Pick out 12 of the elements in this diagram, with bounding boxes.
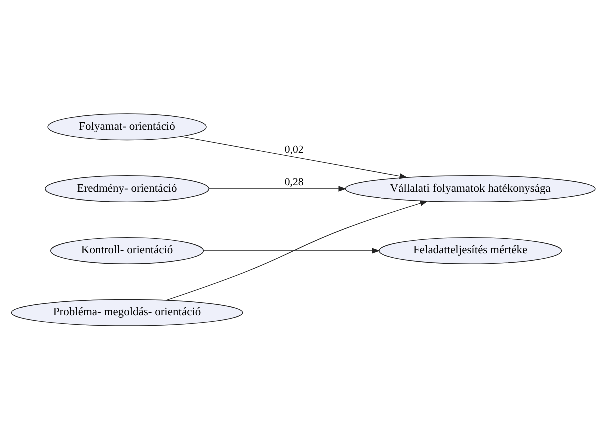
node-ellipse: Vállalati folyamatok hatékonysága [345,176,596,203]
arrow [209,186,347,192]
edge-label: 0,28 [284,176,304,188]
edge-label: 0,02 [284,144,304,156]
node-ellipse: Feladatteljesítés mértéke [379,237,562,264]
arrow [181,136,408,180]
node-ellipse: Kontroll- orientáció [50,237,204,264]
node-ellipse: Eredmény- orientáció [45,176,210,203]
node-ellipse: Probléma- megoldás- orientáció [11,299,244,326]
node-ellipse: Folyamat- orientáció [48,114,207,141]
arrow [203,248,380,254]
arrow [166,200,428,301]
